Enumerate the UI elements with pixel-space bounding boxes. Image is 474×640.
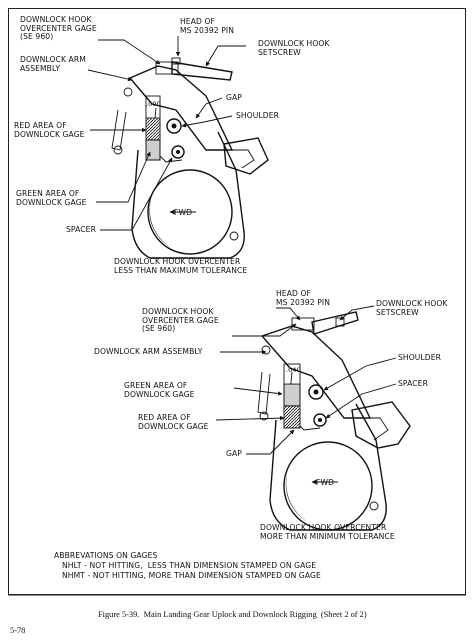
upper-head-pin-label: HEAD OF MS 20392 PIN — [180, 17, 235, 35]
lower-spacer-label: SPACER — [398, 379, 428, 388]
upper-arm-label: DOWNLOCK ARM ASSEMBLY — [20, 55, 86, 73]
lower-red-area-label: RED AREA OF DOWNLOCK GAGE — [138, 413, 209, 431]
upper-gage-value: .090 — [146, 100, 161, 108]
upper-caption: DOWNLOCK HOOK OVERCENTER LESS THAN MAXIM… — [114, 257, 248, 275]
abbreviation-nhmt: NHMT - NOT HITTING, MORE THAN DIMENSION … — [62, 571, 321, 580]
upper-red-area-label: RED AREA OF DOWNLOCK GAGE — [14, 121, 85, 139]
lower-red-area — [283, 405, 301, 429]
upper-green-area-label: GREEN AREA OF DOWNLOCK GAGE — [16, 189, 87, 207]
lower-head-pin-label: HEAD OF MS 20392 PIN — [276, 289, 331, 307]
upper-red-area — [145, 117, 161, 141]
page-number: 5-78 — [10, 626, 26, 635]
upper-assembly — [87, 36, 269, 259]
upper-hook — [223, 137, 269, 175]
lower-roller-shading — [285, 470, 308, 522]
upper-hook-gage-label: DOWNLOCK HOOK OVERCENTER GAGE (SE 960) — [20, 15, 97, 42]
lower-green-area — [283, 383, 301, 407]
lower-shoulder-label: SHOULDER — [398, 353, 442, 362]
lower-assembly — [215, 305, 411, 531]
lower-hook — [351, 401, 411, 449]
upper-setscrew-label: DOWNLOCK HOOK SETSCREW — [258, 39, 330, 57]
upper-spacer-pin — [171, 145, 185, 159]
lower-downlock-arm — [260, 325, 372, 419]
upper-gage-head — [155, 61, 179, 75]
upper-shoulder-pin — [166, 118, 182, 134]
abbreviation-nhlt: NHLT - NOT HITTING, LESS THAN DIMENSION … — [62, 561, 317, 570]
lower-gap-label: GAP — [226, 449, 242, 458]
lower-bracket — [269, 403, 387, 531]
upper-spacer-label: SPACER — [66, 225, 96, 234]
upper-roller — [147, 169, 233, 255]
lower-spacer-pin — [313, 413, 327, 427]
figure-caption: Figure 5-39. Main Landing Gear Uplock an… — [98, 610, 367, 619]
lower-gage-value: .040 — [286, 366, 301, 374]
lower-hook-gage-label: DOWNLOCK HOOK OVERCENTER GAGE (SE 960) — [142, 307, 219, 334]
lower-green-area-label: GREEN AREA OF DOWNLOCK GAGE — [124, 381, 195, 399]
upper-fwd-label: FWD — [174, 208, 193, 217]
lower-caption: DOWNLOCK HOOK OVERCENTER MORE THAN MINIM… — [260, 523, 395, 541]
upper-shoulder-label: SHOULDER — [236, 111, 280, 120]
upper-bracket — [131, 131, 245, 259]
upper-gap-label: GAP — [226, 93, 242, 102]
lower-arm-label: DOWNLOCK ARM ASSEMBLY — [94, 347, 203, 356]
lower-fwd-label: FWD — [316, 478, 335, 487]
lower-shoulder-pin — [308, 384, 324, 400]
lower-setscrew-label: DOWNLOCK HOOK SETSCREW — [376, 299, 448, 317]
abbreviations-heading: ABBREVATIONS ON GAGES — [54, 551, 158, 560]
upper-roller-shading — [149, 196, 172, 248]
